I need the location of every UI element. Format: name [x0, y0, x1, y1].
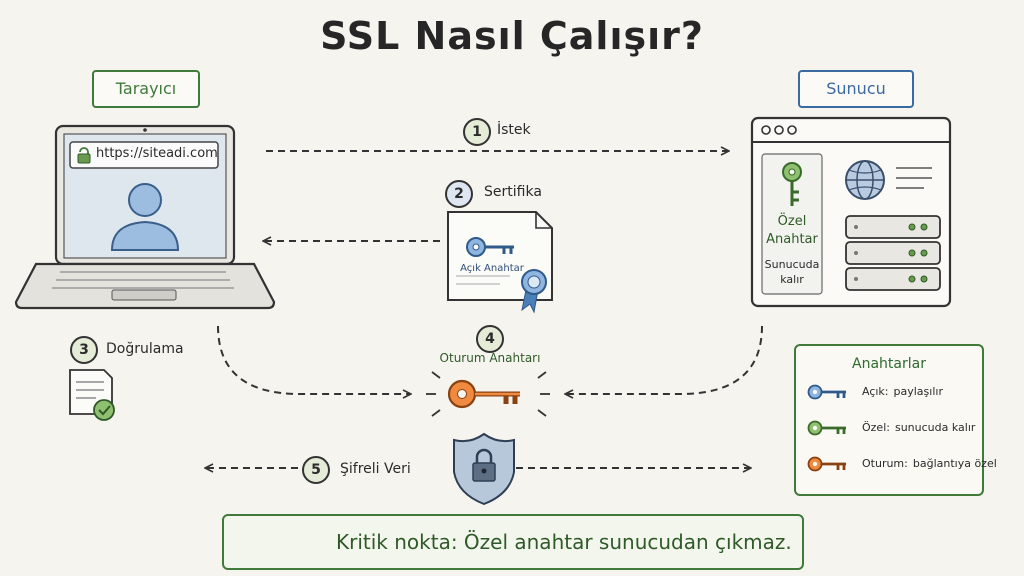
seal-icon [521, 269, 547, 314]
step-4-label: Oturum Anahtarı [439, 351, 541, 365]
private-key-icon [807, 420, 846, 436]
legend: Anahtarlar Açık: paylaşılır Özel: sunucuda… [794, 344, 997, 496]
private-key-line-3: Sunucuda [764, 258, 820, 271]
step-3-number: 3 [70, 336, 98, 364]
globe-icon [845, 160, 885, 200]
critical-note-box: Kritik nokta: Özel anahtar sunucudan çık… [222, 514, 804, 570]
server-label: Sunucu [798, 70, 914, 108]
step-5-label: Şifreli Veri [340, 461, 411, 477]
private-key-line-1: Özel [777, 214, 807, 229]
laptop-icon [14, 124, 276, 310]
document-check-icon [69, 369, 115, 421]
certificate-label: Açık Anahtar [460, 263, 524, 274]
legend-item-public: Açık: paylaşılır [806, 380, 976, 404]
private-key-label: Özel Anahtar [762, 213, 822, 249]
public-key-icon [807, 384, 846, 400]
private-key-icon [782, 162, 802, 206]
step-5-number: 5 [302, 456, 330, 484]
page-title: SSL Nasıl Çalışır? [320, 14, 704, 58]
step-1-label: İstek [497, 122, 531, 138]
server-rack-icon [845, 215, 941, 291]
critical-note: Kritik nokta: Özel anahtar sunucudan çık… [336, 530, 792, 554]
legend-public-desc: paylaşılır [893, 385, 943, 398]
step-1-number: 1 [463, 118, 491, 146]
lock-icon [77, 147, 91, 164]
private-key-line-4: kalır [780, 273, 804, 286]
step-4-number: 4 [476, 325, 504, 353]
step-2-number: 2 [445, 180, 473, 208]
legend-private-name: Özel: [862, 421, 890, 434]
step-3-label: Doğrulama [106, 341, 184, 357]
legend-private-desc: sunucuda kalır [894, 421, 976, 434]
session-key-icon [426, 371, 550, 417]
server-to-session-arrow [566, 325, 763, 394]
legend-item-private: Özel: sunucuda kalır [806, 416, 976, 440]
browser-url[interactable]: https://siteadi.com [96, 146, 218, 161]
legend-session-desc: bağlantıya özel [912, 457, 997, 470]
legend-session-name: Oturum: [862, 457, 908, 470]
legend-item-session: Oturum: bağlantıya özel [806, 452, 997, 476]
client-label: Tarayıcı [92, 70, 200, 108]
private-key-note: Sunucuda kalır [762, 257, 822, 287]
shield-lock-icon [453, 432, 515, 506]
client-to-session-arrow [217, 325, 410, 394]
private-key-line-2: Anahtar [766, 232, 818, 247]
legend-title: Anahtarlar [852, 356, 926, 372]
step-2-label: Sertifika [484, 184, 542, 200]
session-key-icon [807, 456, 846, 472]
public-key-icon [466, 237, 514, 257]
legend-public-name: Açık: [862, 385, 889, 398]
